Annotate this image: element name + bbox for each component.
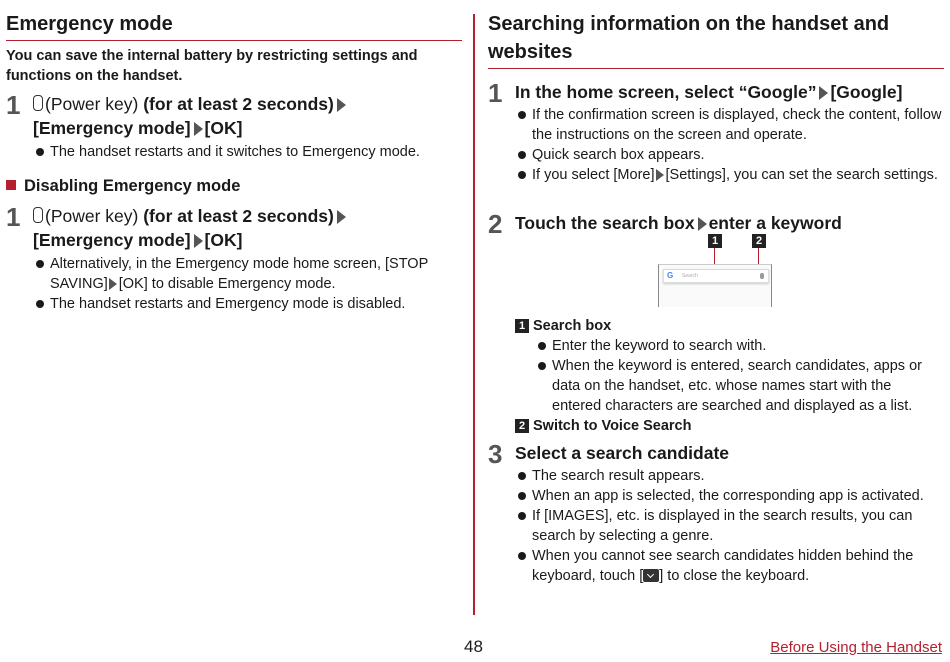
list-item: The handset restarts and it switches to … (33, 142, 462, 162)
list-item: When an app is selected, the correspondi… (515, 486, 944, 506)
list-item: If the confirmation screen is displayed,… (515, 105, 943, 145)
badge-1: 1 (515, 319, 529, 333)
step-number: 1 (6, 90, 21, 120)
legend-item-1: 1 Search box (515, 316, 944, 336)
phone-screen: G Search (658, 264, 772, 307)
note-text: Alternatively, in the Emergency mode hom… (50, 256, 428, 292)
step-disable: 1 (Power key) (for at least 2 seconds) [… (6, 202, 462, 314)
note-text: [OK] to disable Emergency mode. (118, 276, 336, 292)
badge-2: 2 (515, 419, 529, 433)
power-key-icon (33, 95, 43, 111)
legend-label: Switch to Voice Search (533, 418, 692, 434)
power-key-icon (33, 207, 43, 223)
list-item: The search result appears. (515, 466, 944, 486)
menu-ok: [OK] (204, 230, 243, 250)
arrow-right-icon (336, 98, 346, 113)
section-title-search: Searching information on the handset and… (488, 10, 944, 69)
search-input[interactable]: G Search (663, 269, 769, 283)
arrow-right-icon (193, 234, 203, 249)
list-item: When you cannot see search candidates hi… (515, 546, 944, 586)
section-link[interactable]: Before Using the Handset (770, 639, 942, 656)
menu-emergency-mode: [Emergency mode] (33, 230, 191, 250)
list-item: If you select [More] [Settings], you can … (515, 165, 943, 185)
step-instruction: In the home screen, select “Google” [Goog… (515, 80, 944, 104)
power-key-label: (Power key) (45, 94, 139, 114)
step-open-google: 1 In the home screen, select “Google” [Go… (488, 78, 944, 185)
menu-google: [Google] (830, 82, 903, 102)
arrow-right-icon (108, 278, 117, 291)
arrow-right-icon (336, 210, 346, 225)
callout-line (714, 248, 715, 270)
step-select-candidate: 3 Select a search candidate The search r… (488, 439, 944, 586)
arrow-right-icon (697, 217, 707, 232)
step-number: 2 (488, 209, 503, 239)
callout-2: 2 (752, 234, 766, 248)
step-notes: Alternatively, in the Emergency mode hom… (33, 254, 453, 314)
list-item: When the keyword is entered, search cand… (535, 356, 944, 416)
step-notes: The handset restarts and it switches to … (33, 142, 462, 162)
note-text: [Settings], you can set the search setti… (665, 167, 938, 183)
arrow-right-icon (193, 122, 203, 137)
duration-text: (for at least 2 seconds) (143, 206, 334, 226)
step-notes: The search result appears. When an app i… (515, 466, 944, 586)
list-item: If [IMAGES], etc. is displayed in the se… (515, 506, 944, 546)
list-item: Quick search box appears. (515, 145, 943, 165)
instruction-text: In the home screen, select “Google” (515, 82, 817, 102)
section-heading: Searching information on the handset and… (488, 13, 890, 63)
step-instruction: Touch the search box enter a keyword (515, 211, 944, 235)
menu-ok: [OK] (204, 118, 243, 138)
legend-item-2: 2 Switch to Voice Search (515, 416, 944, 436)
list-item: Alternatively, in the Emergency mode hom… (33, 254, 453, 294)
subheading-text: Disabling Emergency mode (24, 177, 241, 195)
subheading-disable: Disabling Emergency mode (6, 175, 240, 197)
legend-notes: Enter the keyword to search with. When t… (535, 336, 944, 416)
callout-1: 1 (708, 234, 722, 248)
page-title: Emergency mode (6, 13, 173, 35)
step-instruction: (Power key) (for at least 2 seconds) [Em… (33, 204, 462, 252)
step-instruction: Select a search candidate (515, 443, 729, 463)
step-instruction: (Power key) (for at least 2 seconds) [Em… (33, 92, 462, 140)
search-placeholder: Search (682, 273, 698, 279)
arrow-right-icon (655, 169, 664, 182)
note-text: ] to close the keyboard. (659, 568, 810, 584)
list-item: Enter the keyword to search with. (535, 336, 944, 356)
search-box-legend: 1 Search box Enter the keyword to search … (515, 316, 944, 436)
legend-label: Search box (533, 318, 612, 334)
step-number: 1 (488, 78, 503, 108)
duration-text: (for at least 2 seconds) (143, 94, 334, 114)
callout-line (758, 248, 759, 270)
instruction-text: enter a keyword (708, 213, 842, 233)
intro-text: You can save the internal battery by res… (6, 48, 418, 84)
column-divider (473, 14, 475, 615)
section-title-emergency: Emergency mode (6, 10, 462, 41)
list-item: The handset restarts and Emergency mode … (33, 294, 453, 314)
step-number: 1 (6, 202, 21, 232)
arrow-right-icon (819, 86, 829, 101)
step-number: 3 (488, 439, 503, 469)
google-g-icon: G (667, 271, 674, 280)
step-enter-keyword: 2 Touch the search box enter a keyword (488, 209, 944, 239)
instruction-text: Touch the search box (515, 213, 695, 233)
note-text: When you cannot see search candidates hi… (532, 548, 914, 584)
menu-emergency-mode: [Emergency mode] (33, 118, 191, 138)
search-box-illustration: 1 2 G Search (658, 234, 778, 308)
step-enable: 1 (Power key) (for at least 2 seconds) [… (6, 90, 462, 162)
note-text: If you select [More] (532, 167, 655, 183)
step-notes: If the confirmation screen is displayed,… (515, 105, 943, 185)
microphone-icon[interactable] (760, 273, 764, 279)
square-bullet-icon (6, 180, 16, 190)
keyboard-close-icon (643, 569, 660, 582)
page-number: 48 (464, 637, 483, 656)
power-key-label: (Power key) (45, 206, 139, 226)
